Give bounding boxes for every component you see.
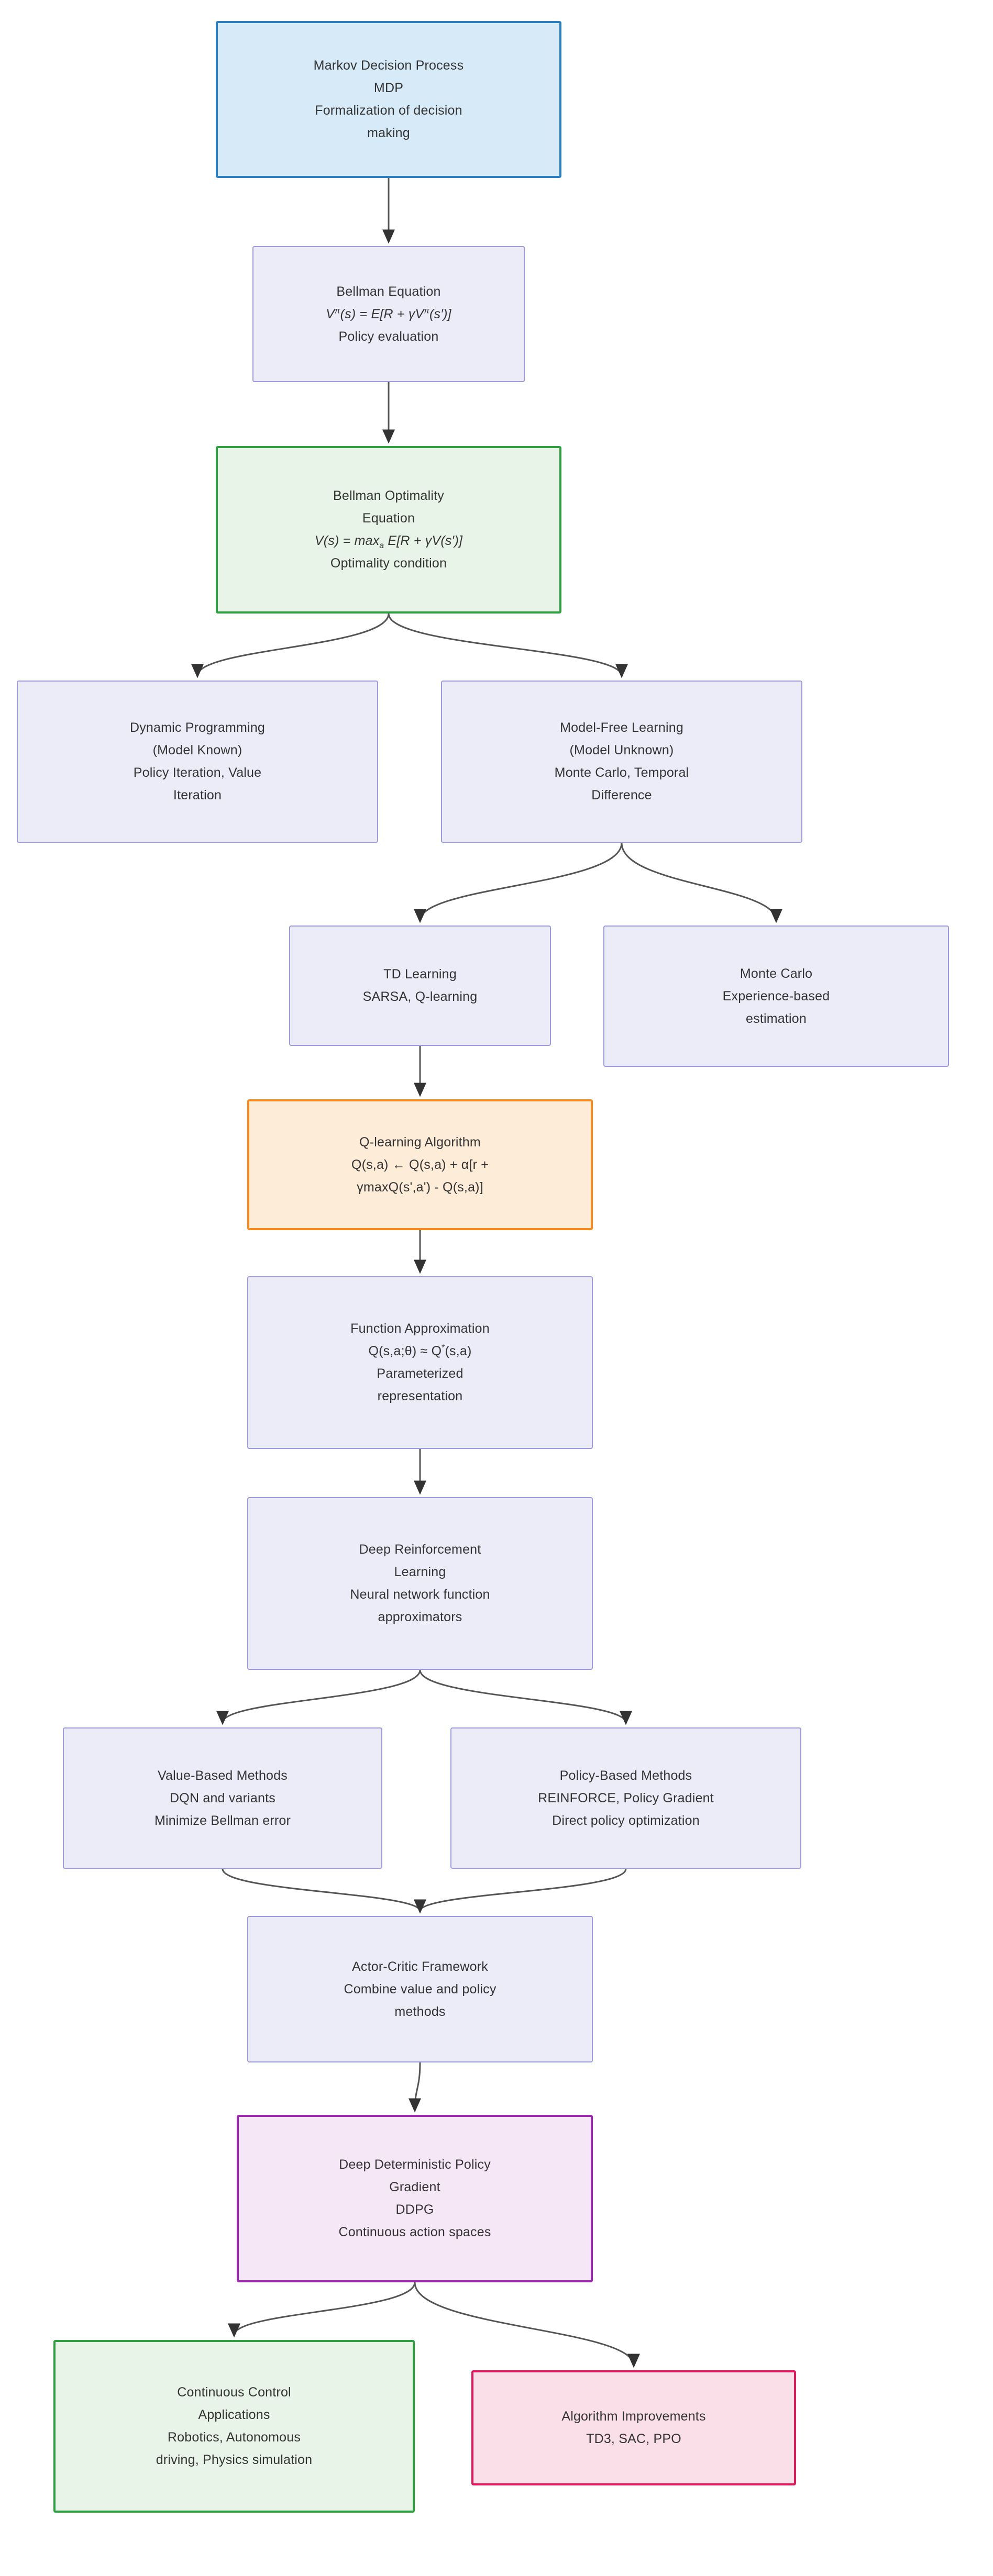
node-bellman-optimality-line-4: Optimality condition	[330, 556, 447, 571]
node-monte-carlo-line-1: Monte Carlo	[740, 966, 813, 981]
node-mdp-line-1: Markov Decision Process	[313, 58, 464, 73]
node-function-approximation-line-1: Function Approximation	[350, 1321, 490, 1336]
edge-model-free-learning-to-td-learning	[414, 842, 623, 923]
node-deep-rl-line-2: Learning	[394, 1565, 446, 1579]
node-algorithm-improvements-line-1: Algorithm Improvements	[561, 2409, 706, 2424]
node-function-approximation-line-3: Parameterized	[377, 1366, 464, 1381]
node-policy-based-line-2: REINFORCE, Policy Gradient	[538, 1790, 714, 1805]
node-q-learning-line-3: γmaxQ(s',a') - Q(s,a)]	[357, 1179, 483, 1195]
node-monte-carlo-line-3: estimation	[746, 1011, 807, 1026]
edge-deep-rl-to-value-based	[216, 1669, 421, 1725]
node-algorithm-improvements-line-2: TD3, SAC, PPO	[586, 2432, 681, 2446]
node-deep-rl-line-4: approximators	[378, 1610, 462, 1624]
node-bellman-line-1: Bellman Equation	[336, 284, 441, 299]
node-actor-critic-line-1: Actor-Critic Framework	[352, 1959, 488, 1974]
node-td-learning-line-1: TD Learning	[383, 967, 457, 982]
edge-value-based-to-actor-critic	[222, 1868, 426, 1914]
node-q-learning-line-1: Q-learning Algorithm	[359, 1134, 481, 1150]
node-ddpg-line-4: Continuous action spaces	[338, 2225, 491, 2239]
node-model-free-learning-line-2: (Model Unknown)	[569, 743, 674, 757]
node-q-learning-line-2: Q(s,a) ← Q(s,a) + α[r +	[351, 1157, 489, 1172]
node-mdp-line-2: MDP	[373, 81, 404, 95]
node-policy-based-line-1: Policy-Based Methods	[559, 1768, 692, 1783]
node-bellman-optimality-line-1: Bellman Optimality	[333, 488, 444, 503]
edge-model-free-learning-to-monte-carlo	[621, 842, 782, 923]
node-value-based-line-2: DQN and variants	[170, 1790, 275, 1805]
node-model-free-learning[interactable]: Model-Free Learning (Model Unknown) Monte …	[441, 681, 802, 843]
node-continuous-control-line-1: Continuous Control	[177, 2385, 291, 2400]
node-deep-rl-line-3: Neural network function	[350, 1587, 490, 1602]
node-mdp-line-3: Formalization of decision	[315, 103, 462, 118]
node-td-learning-line-2: SARSA, Q-learning	[362, 989, 478, 1004]
edge-bellman-optimality-to-model-free-learning	[388, 613, 628, 678]
node-dynamic-programming[interactable]: Dynamic Programming (Model Known) Policy I…	[17, 681, 378, 843]
node-ddpg-line-3: DDPG	[395, 2202, 434, 2217]
node-model-free-learning-line-4: Difference	[591, 788, 652, 802]
edge-bellman-optimality-to-dynamic-programming	[191, 613, 390, 678]
node-monte-carlo-line-2: Experience-based	[722, 988, 830, 1003]
node-continuous-control-line-4: driving, Physics simulation	[156, 2452, 313, 2467]
node-continuous-control-line-3: Robotics, Autonomous	[167, 2430, 301, 2445]
node-policy-based-line-3: Direct policy optimization	[552, 1813, 700, 1828]
node-bellman-optimality-line-3: V(s) = maxa E[R + γV(s′)]	[314, 533, 463, 550]
node-deep-rl-line-1: Deep Reinforcement	[359, 1542, 481, 1557]
node-dynamic-programming-line-2: (Model Known)	[152, 743, 242, 757]
edge-actor-critic-to-ddpg	[409, 2062, 422, 2113]
node-function-approximation-line-4: representation	[377, 1389, 463, 1403]
node-bellman-optimality-line-2: Equation	[362, 511, 415, 526]
node-value-based-line-3: Minimize Bellman error	[154, 1813, 291, 1828]
node-mdp-line-4: making	[367, 126, 410, 140]
edge-policy-based-to-actor-critic	[414, 1868, 627, 1914]
node-actor-critic-line-3: methods	[394, 2004, 446, 2019]
edge-deep-rl-to-policy-based	[419, 1669, 632, 1725]
node-bellman-line-2: Vπ(s) = E[R + γVπ(s′)]	[326, 306, 451, 321]
node-ddpg-line-1: Deep Deterministic Policy	[339, 2157, 491, 2172]
node-dynamic-programming-line-4: Iteration	[173, 788, 222, 802]
node-ddpg-line-2: Gradient	[389, 2180, 440, 2194]
node-function-approximation-line-2: Q(s,a;θ) ≈ Q*(s,a)	[368, 1343, 472, 1358]
node-continuous-control-line-2: Applications	[198, 2407, 270, 2422]
node-actor-critic-line-2: Combine value and policy	[344, 1981, 496, 1997]
node-value-based-line-1: Value-Based Methods	[158, 1768, 288, 1783]
edge-ddpg-to-algorithm-improvements	[414, 2282, 640, 2368]
node-model-free-learning-line-3: Monte Carlo, Temporal	[554, 765, 689, 780]
node-dynamic-programming-line-1: Dynamic Programming	[129, 720, 266, 735]
node-bellman-line-3: Policy evaluation	[338, 329, 439, 344]
edge-ddpg-to-continuous-control	[228, 2282, 416, 2338]
node-dynamic-programming-line-3: Policy Iteration, Value	[133, 765, 262, 780]
node-model-free-learning-line-1: Model-Free Learning	[560, 720, 683, 735]
